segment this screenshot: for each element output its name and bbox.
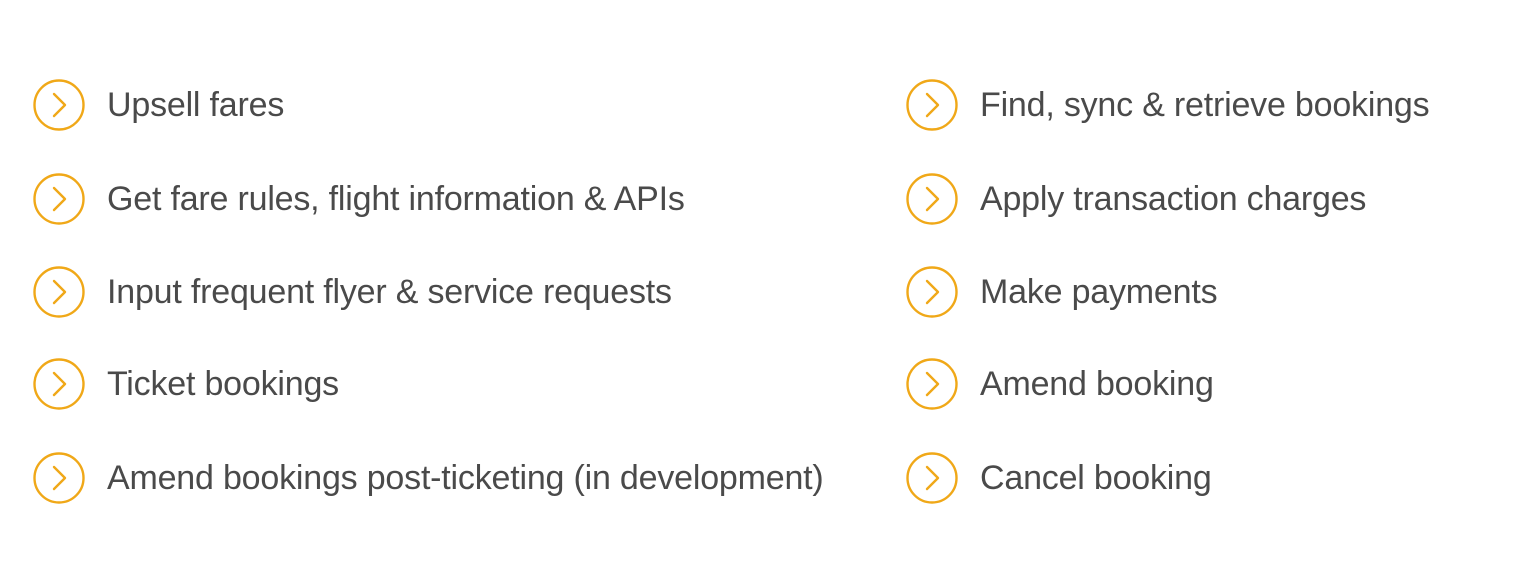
list-item: Find, sync & retrieve bookings bbox=[905, 77, 1430, 133]
list-item-label: Upsell fares bbox=[107, 86, 285, 124]
list-item-label: Apply transaction charges bbox=[980, 180, 1367, 218]
chevron-right-circle-icon bbox=[32, 265, 86, 319]
chevron-right-circle-icon bbox=[32, 357, 86, 411]
list-item: Amend booking bbox=[905, 356, 1214, 412]
list-item-label: Ticket bookings bbox=[107, 365, 339, 403]
chevron-right-circle-icon bbox=[905, 172, 959, 226]
list-item-label: Input frequent flyer & service requests bbox=[107, 273, 672, 311]
list-item-label: Amend booking bbox=[980, 365, 1214, 403]
chevron-right-circle-icon bbox=[905, 451, 959, 505]
list-item-label: Make payments bbox=[980, 273, 1218, 311]
chevron-right-circle-icon bbox=[32, 172, 86, 226]
list-item: Ticket bookings bbox=[32, 356, 339, 412]
chevron-right-circle-icon bbox=[905, 357, 959, 411]
list-item: Make payments bbox=[905, 264, 1218, 320]
list-item: Cancel booking bbox=[905, 450, 1212, 506]
chevron-right-circle-icon bbox=[905, 265, 959, 319]
chevron-right-circle-icon bbox=[32, 78, 86, 132]
list-item: Upsell fares bbox=[32, 77, 284, 133]
chevron-right-circle-icon bbox=[32, 451, 86, 505]
list-item: Get fare rules, flight information & API… bbox=[32, 171, 685, 227]
list-item: Apply transaction charges bbox=[905, 171, 1366, 227]
list-item-label: Amend bookings post-ticketing (in develo… bbox=[107, 459, 824, 497]
chevron-right-circle-icon bbox=[905, 78, 959, 132]
list-item: Amend bookings post-ticketing (in develo… bbox=[32, 450, 824, 506]
list-item-label: Find, sync & retrieve bookings bbox=[980, 86, 1430, 124]
list-item-label: Get fare rules, flight information & API… bbox=[107, 180, 685, 218]
list-item: Input frequent flyer & service requests bbox=[32, 264, 672, 320]
list-item-label: Cancel booking bbox=[980, 459, 1212, 497]
